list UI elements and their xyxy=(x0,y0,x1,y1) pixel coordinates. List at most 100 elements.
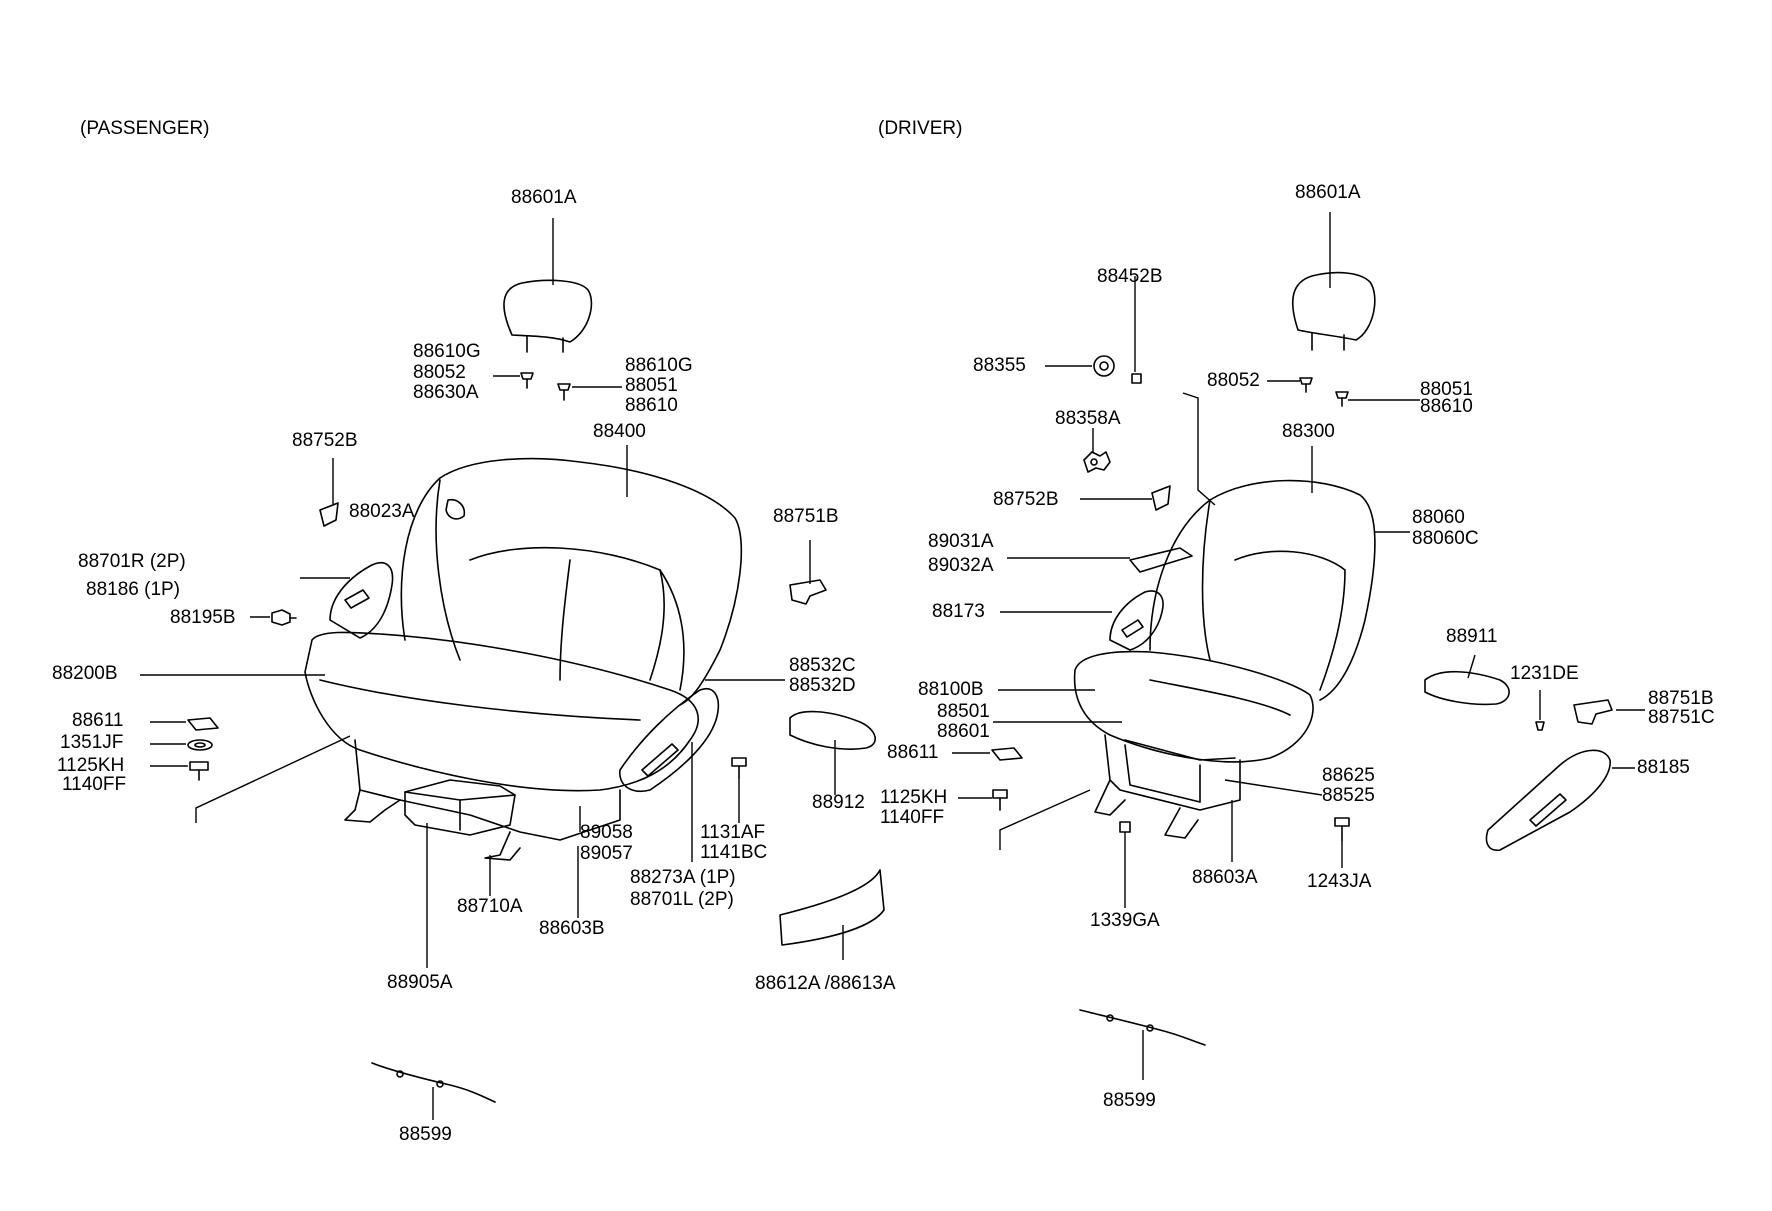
label-passenger-bracket-b: 88752B xyxy=(292,430,358,451)
label-passenger-bolt-2: 1140FF xyxy=(62,774,127,795)
label-passenger-bracket-751: 88751B xyxy=(773,506,839,527)
label-passenger-guide-b-1: 88610G xyxy=(625,355,693,376)
label-driver-cable: 88599 xyxy=(1103,1090,1156,1111)
passenger-bracket-88752b xyxy=(319,502,339,527)
label-passenger-washer: 1351JF xyxy=(60,732,124,753)
driver-seat-back xyxy=(1149,479,1376,701)
label-driver-bolt-2: 1140FF xyxy=(880,807,945,828)
label-passenger-back: 88400 xyxy=(593,421,646,442)
label-passenger-hinge-cover-1: 88532C xyxy=(789,655,856,676)
passenger-headrest xyxy=(503,279,593,353)
label-driver-bolt-1: 1125KH xyxy=(880,787,948,808)
label-driver-clip: 88611 xyxy=(887,742,939,763)
label-driver-nut: 1339GA xyxy=(1090,910,1160,931)
label-driver-frame: 88603A xyxy=(1192,867,1258,888)
passenger-cable-88599 xyxy=(371,1062,496,1103)
passenger-recliner xyxy=(619,687,720,792)
label-passenger-slide-a: 88710A xyxy=(457,896,523,917)
passenger-guide-pin-b xyxy=(557,383,571,401)
label-driver-lever: 88173 xyxy=(932,601,985,622)
label-passenger-lever-2: 88186 (1P) xyxy=(86,579,181,600)
passenger-tray xyxy=(404,779,516,836)
driver-recliner-cover-88185 xyxy=(1485,749,1611,852)
passenger-guide-pin-a xyxy=(520,372,534,389)
label-driver-frame-side-2: 88525 xyxy=(1322,785,1375,806)
label-passenger-cable: 88599 xyxy=(399,1124,452,1145)
label-driver-back: 88300 xyxy=(1282,421,1335,442)
label-passenger-guide-a-1: 88610G xyxy=(413,341,481,362)
driver-nut-1339ga xyxy=(1119,821,1131,833)
label-driver-knob2: 88358A xyxy=(1055,408,1121,429)
label-driver-guide-b-1: 88051 xyxy=(1420,379,1473,400)
passenger-side-lever xyxy=(329,561,394,639)
driver-bracket-88751b xyxy=(1573,699,1613,725)
driver-clip-88611 xyxy=(991,747,1023,761)
driver-seat-frame xyxy=(1094,734,1241,839)
label-passenger-bolt-r-1: 1131AF xyxy=(700,822,766,843)
driver-side-lever xyxy=(1109,590,1164,651)
label-driver-guide-a: 88052 xyxy=(1207,370,1260,391)
passenger-trim-88612a xyxy=(779,869,885,946)
label-driver-armrest-2: 89032A xyxy=(928,555,994,576)
label-driver-side-cover: 88911 xyxy=(1446,626,1498,647)
label-driver-cushion: 88100B xyxy=(918,679,984,700)
label-driver-armrest-1: 89031A xyxy=(928,531,994,552)
label-passenger-guide-a-2: 88052 xyxy=(413,362,466,383)
driver-knob-88358a xyxy=(1083,451,1111,473)
driver-bolt-1243ja xyxy=(1334,817,1350,841)
label-passenger-bolt-1: 1125KH xyxy=(57,755,125,776)
passenger-washer-1351jf xyxy=(187,739,213,751)
passenger-bolt-1125kh xyxy=(189,761,209,781)
label-passenger-guide-b-3: 88610 xyxy=(625,395,678,416)
passenger-knob-88195b xyxy=(271,609,297,626)
label-passenger-headrest: 88601A xyxy=(511,187,577,208)
label-driver-guide-b-2: 88610 xyxy=(1420,396,1473,417)
passenger-bolt-1131af xyxy=(731,757,747,779)
label-passenger-clip: 88611 xyxy=(72,710,124,731)
label-driver-screw: 1231DE xyxy=(1510,663,1579,684)
passenger-clip-88611 xyxy=(187,717,219,731)
passenger-seat-cushion xyxy=(304,631,699,792)
label-driver-headrest: 88601A xyxy=(1295,182,1361,203)
label-passenger-cover-a: 88023A xyxy=(349,501,415,522)
label-passenger-tray: 88905A xyxy=(387,972,453,993)
driver-cap-88452b xyxy=(1131,373,1142,384)
label-driver-track-1: 88501 xyxy=(937,701,990,722)
label-driver-track-2: 88601 xyxy=(937,721,990,742)
label-driver-cap: 88452B xyxy=(1097,266,1163,287)
label-passenger-cushion: 88200B xyxy=(52,663,118,684)
leader-lines xyxy=(140,212,1645,1120)
driver-cable-88599 xyxy=(1079,1009,1206,1046)
passenger-cover-88023a xyxy=(445,498,466,520)
label-passenger-knob: 88195B xyxy=(170,607,236,628)
label-passenger-hinge-cover-2: 88532D xyxy=(789,675,856,696)
driver-headrest xyxy=(1291,271,1376,351)
driver-guide-pin-b xyxy=(1335,391,1349,407)
label-driver-bolt2: 1243JA xyxy=(1307,871,1372,892)
passenger-bracket-88751b xyxy=(789,579,827,605)
label-passenger-trim: 88612A /88613A xyxy=(755,973,896,994)
label-passenger-side-cover: 88912 xyxy=(812,792,865,813)
label-passenger-ring-2: 89057 xyxy=(580,843,633,864)
label-driver-frame-side-1: 88625 xyxy=(1322,765,1375,786)
driver-bolt-1125kh xyxy=(992,789,1008,811)
label-passenger-recliner-1: 88273A (1P) xyxy=(630,867,736,888)
driver-guide-pin-a xyxy=(1299,377,1313,393)
passenger-seat-frame xyxy=(344,739,621,861)
label-passenger-guide-a-3: 88630A xyxy=(413,382,479,403)
passenger-side-cover-88912 xyxy=(789,710,876,750)
label-driver-cover-1: 88060 xyxy=(1412,507,1465,528)
driver-armrest xyxy=(1129,547,1193,573)
label-driver-bracket-751-2: 88751C xyxy=(1648,707,1715,728)
label-passenger-frame: 88603B xyxy=(539,918,605,939)
driver-seat-cushion xyxy=(1073,650,1314,763)
section-driver: (DRIVER) xyxy=(878,118,963,139)
driver-side-cover-88911 xyxy=(1424,670,1510,706)
label-driver-bracket-751-1: 88751B xyxy=(1648,688,1714,709)
label-driver-cover-2: 88060C xyxy=(1412,528,1479,549)
label-passenger-guide-b-2: 88051 xyxy=(625,375,678,396)
label-passenger-recliner-2: 88701L (2P) xyxy=(630,889,734,910)
label-driver-recliner-cover: 88185 xyxy=(1637,757,1690,778)
